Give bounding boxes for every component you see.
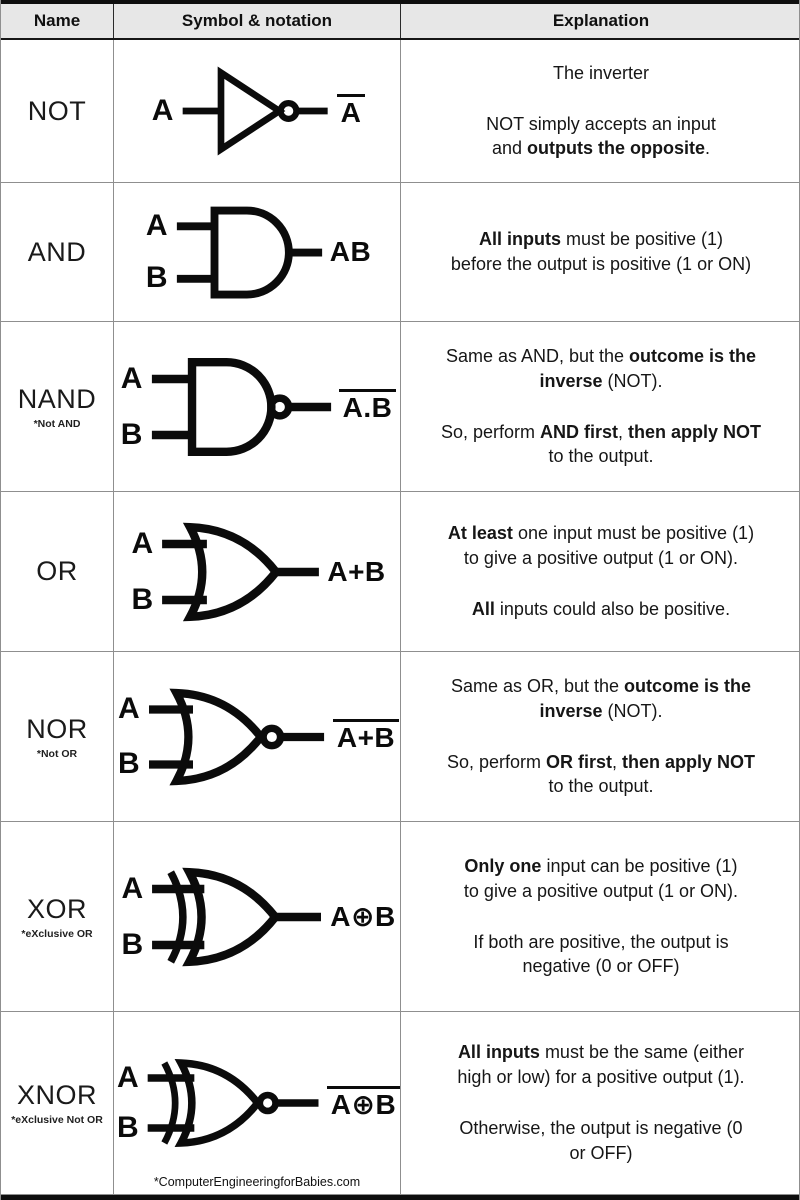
nand-notation: A.B [338,389,397,424]
and-explanation-cell: All inputs must be positive (1)before th… [450,229,752,274]
gate-subtitle: *Not OR [36,747,78,760]
gate-subtitle: *Not AND [33,417,81,430]
gate-subtitle: *eXclusive Not OR [11,1114,103,1126]
nor-symbol-cell: A B A+B [114,652,401,821]
or-symbol-cell: A B A+B [114,492,401,651]
input-label-a: A [118,692,140,725]
input-label-a: A [145,209,168,242]
and-notation: AB [329,236,372,267]
header-symbol: Symbol & notation [114,4,401,38]
gate-name: NOT [27,95,87,126]
header-name: Name [1,4,114,38]
table-header-row: Name Symbol & notation Explanation [1,4,799,40]
input-label-a: A [116,1061,139,1094]
input-label-b: B [120,417,143,451]
xnor-notation: A⊕B [326,1085,401,1121]
and-symbol-cell: A B AB [114,183,401,321]
gate-name: NOR [26,713,88,744]
gate-name: OR [36,556,78,586]
gate-name: NAND [17,383,97,414]
bottom-border-bar [1,1195,799,1200]
table-row-or: OR A B A+B At least one input must be po… [1,492,799,652]
input-label-b: B [116,1111,139,1144]
or-notation: A+B [327,555,386,587]
input-label-b: B [118,747,140,780]
or-gate-icon [162,522,320,621]
xor-symbol-cell: A B A⊕B [114,822,401,1011]
xnor-symbol-cell: A B A⊕B *ComputerEngineeringforBabies.co… [114,1012,401,1194]
gate-name: AND [27,236,87,267]
nor-notation: A+B [332,719,400,754]
top-border-bar [1,0,799,4]
xor-gate-icon [152,867,322,966]
nand-gate-icon [151,357,331,456]
table-row-and: AND A B AB All inputs must be positive (… [1,183,799,322]
or-name-cell: OR [1,492,114,651]
nand-symbol-cell: A B A.B [114,322,401,491]
input-label-a: A [121,871,144,905]
input-label-b: B [145,261,168,294]
source-credit: *ComputerEngineeringforBabies.com [153,1175,361,1189]
input-label-a: A [120,361,143,395]
not-gate-icon [182,66,328,156]
nand-name-cell: NAND *Not AND [1,322,114,491]
input-label-a: A [131,526,154,560]
xor-name-cell: XOR *eXclusive OR [1,822,114,1011]
input-label-b: B [121,927,144,961]
not-symbol-cell: A A [114,40,401,182]
and-gate-icon [176,206,322,298]
input-label-b: B [131,582,154,616]
not-name-cell: NOT [1,40,114,182]
or-explanation-cell: At least one input must be positive (1)t… [447,523,755,619]
header-explanation-label: Explanation [552,11,650,30]
xor-explanation-cell: Only one input can be positive (1)to giv… [463,855,739,977]
table-row-nor: NOR *Not OR A B A+B Same as OR, but the … [1,652,799,822]
nor-name-cell: NOR *Not OR [1,652,114,821]
input-label-a: A [151,94,174,127]
table-row-xnor: XNOR *eXclusive Not OR A B A⊕B *Computer… [1,1012,799,1195]
xor-notation: A⊕B [330,901,396,932]
table-row-xor: XOR *eXclusive OR A B A⊕B Only one input… [1,822,799,1012]
and-name-cell: AND [1,183,114,321]
xnor-name-cell: XNOR *eXclusive Not OR [1,1012,114,1194]
header-explanation: Explanation [401,4,799,38]
nor-gate-icon [148,688,324,785]
gate-name: XOR [26,893,87,924]
not-notation: A [336,93,366,129]
header-symbol-label: Symbol & notation [181,11,333,30]
gate-name: XNOR [16,1080,97,1110]
gate-subtitle: *eXclusive OR [21,927,93,940]
table-row-nand: NAND *Not AND A B A.B Same as AND, but t… [1,322,799,492]
header-name-label: Name [33,11,81,30]
xnor-gate-icon [147,1059,319,1147]
